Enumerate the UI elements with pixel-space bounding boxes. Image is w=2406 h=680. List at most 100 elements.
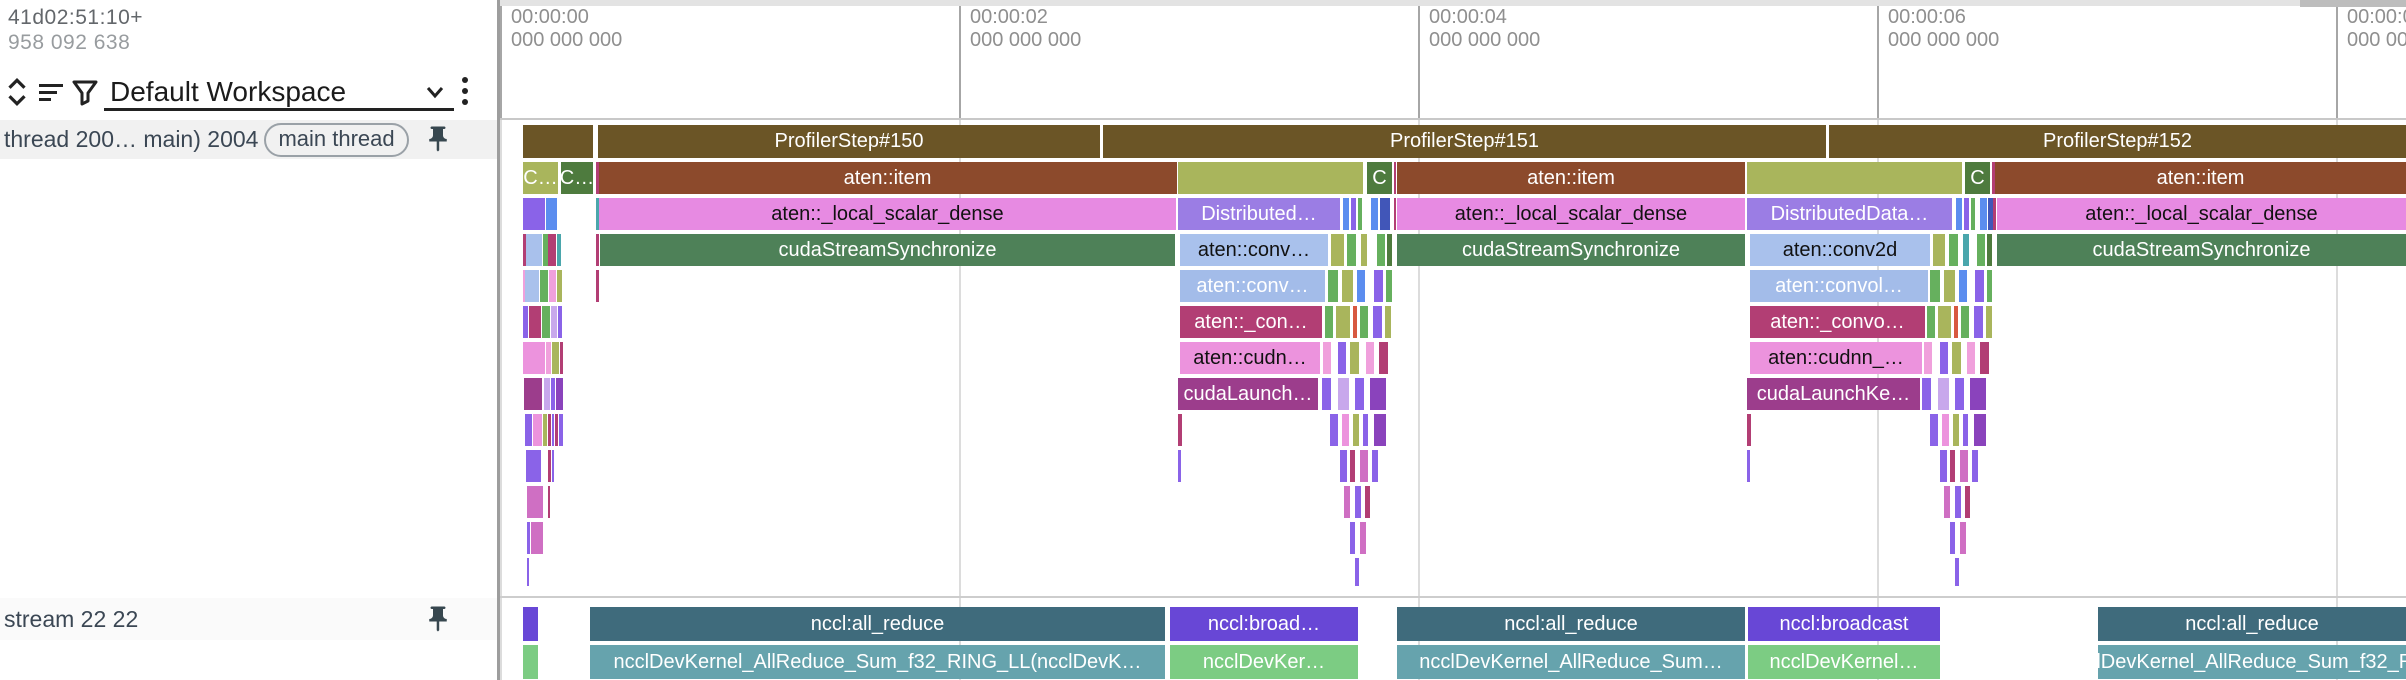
trace-sliver[interactable] — [552, 414, 554, 446]
trace-sliver[interactable] — [1387, 234, 1392, 266]
trace-sliver[interactable] — [1355, 486, 1361, 518]
trace-sliver[interactable] — [1360, 450, 1368, 482]
trace-sliver[interactable] — [1377, 234, 1385, 266]
trace-sliver[interactable] — [1970, 378, 1986, 410]
trace-slice[interactable]: Distributed… — [1178, 198, 1340, 230]
trace-sliver[interactable] — [527, 486, 543, 518]
trace-sliver[interactable] — [1977, 234, 1985, 266]
trace-slice[interactable]: aten::conv… — [1180, 234, 1328, 266]
panel-divider[interactable] — [497, 0, 500, 680]
trace-sliver[interactable] — [1954, 306, 1958, 338]
chevron-down-icon[interactable] — [420, 76, 450, 106]
trace-sliver[interactable] — [1336, 306, 1350, 338]
trace-sliver[interactable] — [1366, 342, 1374, 374]
trace-sliver[interactable] — [1331, 234, 1344, 266]
timeline-scrollbar-track[interactable] — [500, 0, 2406, 6]
trace-sliver[interactable] — [525, 270, 539, 302]
trace-sliver[interactable] — [1178, 414, 1182, 446]
nccl-slice[interactable]: ncclDevKernel_AllReduce_Sum… — [1397, 645, 1745, 679]
trace-sliver[interactable] — [551, 306, 557, 338]
trace-sliver[interactable] — [551, 378, 555, 410]
unfold-more-icon[interactable] — [0, 75, 34, 109]
trace-slice[interactable] — [523, 198, 545, 230]
nccl-slice[interactable]: nccl:all_reduce — [590, 607, 1165, 641]
trace-sliver[interactable] — [544, 378, 550, 410]
trace-sliver[interactable] — [1355, 378, 1364, 410]
workspace-selector[interactable]: Default Workspace — [110, 76, 347, 107]
trace-sliver[interactable] — [1974, 414, 1986, 446]
trace-sliver[interactable] — [1365, 486, 1370, 518]
trace-sliver[interactable] — [1747, 450, 1750, 482]
trace-sliver[interactable] — [540, 270, 548, 302]
trace-sliver[interactable] — [1963, 414, 1968, 446]
trace-sliver[interactable] — [533, 414, 542, 446]
trace-sliver[interactable] — [1950, 450, 1955, 482]
trace-sliver[interactable] — [549, 270, 556, 302]
trace-sliver[interactable] — [1971, 198, 1975, 230]
nccl-slice[interactable]: ncclDevKernel_AllReduce_Sum_f32_RING_LL(… — [590, 645, 1165, 679]
nccl-slice[interactable]: ncclDevKer… — [1170, 645, 1358, 679]
trace-slice[interactable]: aten::item — [1397, 162, 1745, 194]
trace-sliver[interactable] — [1361, 234, 1367, 266]
trace-sliver[interactable] — [1960, 522, 1966, 554]
trace-sliver[interactable] — [1988, 198, 1993, 230]
trace-sliver[interactable] — [1940, 342, 1948, 374]
trace-sliver[interactable] — [523, 306, 528, 338]
trace-slice[interactable]: aten::_con… — [1180, 306, 1322, 338]
trace-slice[interactable]: cudaStreamSynchronize — [600, 234, 1175, 266]
trace-sliver[interactable] — [1987, 270, 1992, 302]
trace-slice[interactable]: aten::item — [1995, 162, 2406, 194]
trace-sliver[interactable] — [1993, 198, 1996, 230]
trace-sliver[interactable] — [1960, 450, 1968, 482]
trace-slice[interactable]: aten::_local_scalar_dense — [1997, 198, 2406, 230]
nccl-slice[interactable]: ncclDevKernel_AllReduce_Sum_f32_RI… — [2098, 645, 2406, 679]
trace-slice[interactable]: aten::_convo… — [1750, 306, 1925, 338]
trace-sliver[interactable] — [543, 414, 547, 446]
trace-sliver[interactable] — [542, 306, 550, 338]
trace-sliver[interactable] — [1922, 378, 1931, 410]
pin-icon[interactable] — [423, 124, 453, 154]
trace-sliver[interactable] — [1955, 378, 1964, 410]
trace-sliver[interactable] — [1986, 306, 1992, 338]
trace-sliver[interactable] — [1924, 342, 1932, 374]
trace-sliver[interactable] — [555, 414, 558, 446]
trace-sliver[interactable] — [524, 378, 542, 410]
trace-sliver[interactable] — [1178, 450, 1181, 482]
trace-sliver[interactable] — [1328, 270, 1338, 302]
trace-sliver[interactable] — [1930, 414, 1938, 446]
trace-slice[interactable]: aten::_local_scalar_dense — [599, 198, 1176, 230]
trace-sliver[interactable] — [1353, 414, 1359, 446]
trace-sliver[interactable] — [1350, 450, 1355, 482]
trace-sliver[interactable] — [1965, 486, 1970, 518]
trace-sliver[interactable] — [1360, 522, 1366, 554]
trace-sliver[interactable] — [1963, 234, 1969, 266]
timeline-scrollbar-thumb[interactable] — [2300, 0, 2406, 7]
trace-sliver[interactable] — [1343, 198, 1349, 230]
trace-sliver[interactable] — [1330, 414, 1338, 446]
trace-sliver[interactable] — [552, 342, 559, 374]
trace-sliver[interactable] — [548, 234, 556, 266]
trace-sliver[interactable] — [1353, 306, 1357, 338]
trace-sliver[interactable] — [525, 414, 532, 446]
trace-sliver[interactable] — [1938, 378, 1949, 410]
trace-slice[interactable]: aten::item — [598, 162, 1177, 194]
pin-icon[interactable] — [423, 604, 453, 634]
trace-sliver[interactable] — [523, 342, 545, 374]
trace-sliver[interactable] — [546, 342, 551, 374]
trace-slice[interactable] — [546, 198, 557, 230]
trace-sliver[interactable] — [1373, 306, 1382, 338]
trace-sliver[interactable] — [557, 270, 562, 302]
trace-slice[interactable] — [523, 125, 593, 158]
trace-slice[interactable]: cudaStreamSynchronize — [1997, 234, 2406, 266]
trace-sliver[interactable] — [1385, 306, 1391, 338]
trace-sliver[interactable] — [1357, 270, 1365, 302]
trace-slice[interactable]: cudaLaunch… — [1178, 378, 1318, 410]
trace-sliver[interactable] — [1372, 450, 1378, 482]
trace-sliver[interactable] — [1371, 198, 1378, 230]
trace-sliver[interactable] — [531, 522, 543, 554]
trace-sliver[interactable] — [1323, 342, 1331, 374]
trace-sliver[interactable] — [548, 414, 551, 446]
trace-sliver[interactable] — [596, 270, 599, 302]
trace-sliver[interactable] — [1933, 234, 1945, 266]
trace-sliver[interactable] — [1944, 270, 1955, 302]
